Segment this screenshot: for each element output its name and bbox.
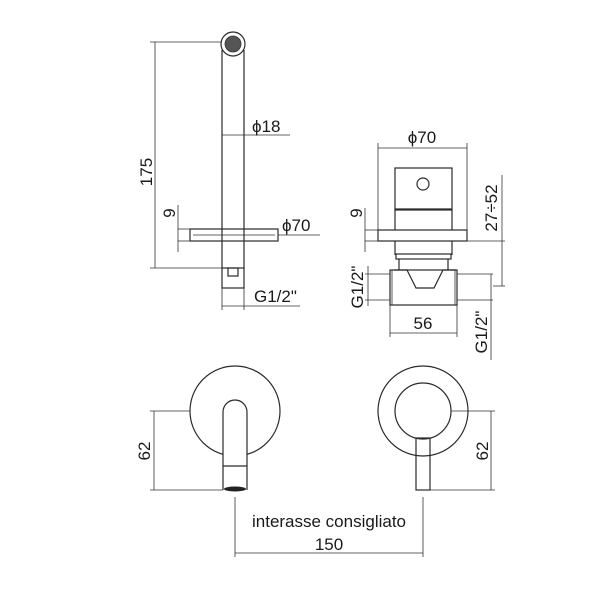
mixer-body-view: [364, 143, 505, 360]
dim-plate-thickness-body: 9: [347, 208, 366, 217]
dim-height-175: 175: [137, 158, 156, 186]
dim-plate-diameter-body: ϕ70: [408, 128, 436, 147]
dim-spout-diameter: ϕ18: [252, 117, 280, 136]
dim-inlet-right: G1/2": [472, 311, 491, 354]
label-recommended-center: interasse consigliato: [252, 512, 406, 531]
dim-center-distance: 150: [315, 535, 343, 554]
spout-front-icon: [222, 399, 248, 490]
aerator-icon: [220, 31, 246, 57]
dim-connection-side: G1/2": [254, 287, 297, 306]
dim-depth-range: 27÷52: [482, 184, 501, 231]
dim-spout-height: 62: [135, 442, 154, 461]
front-view: [150, 365, 495, 557]
dim-mixer-height: 62: [473, 442, 492, 461]
dim-plate-diameter-side: ϕ70: [282, 216, 310, 235]
mixer-lever-icon: [415, 437, 431, 491]
dim-inlet-left: G1/2": [348, 266, 367, 309]
dim-plate-thickness-side: 9: [160, 208, 179, 217]
handle-hole-icon: [416, 177, 430, 191]
wall-plate-body: [377, 229, 468, 242]
mixer-knob-front: [394, 382, 452, 440]
dim-body-width: 56: [414, 314, 433, 333]
spout-side-view: [150, 31, 320, 310]
